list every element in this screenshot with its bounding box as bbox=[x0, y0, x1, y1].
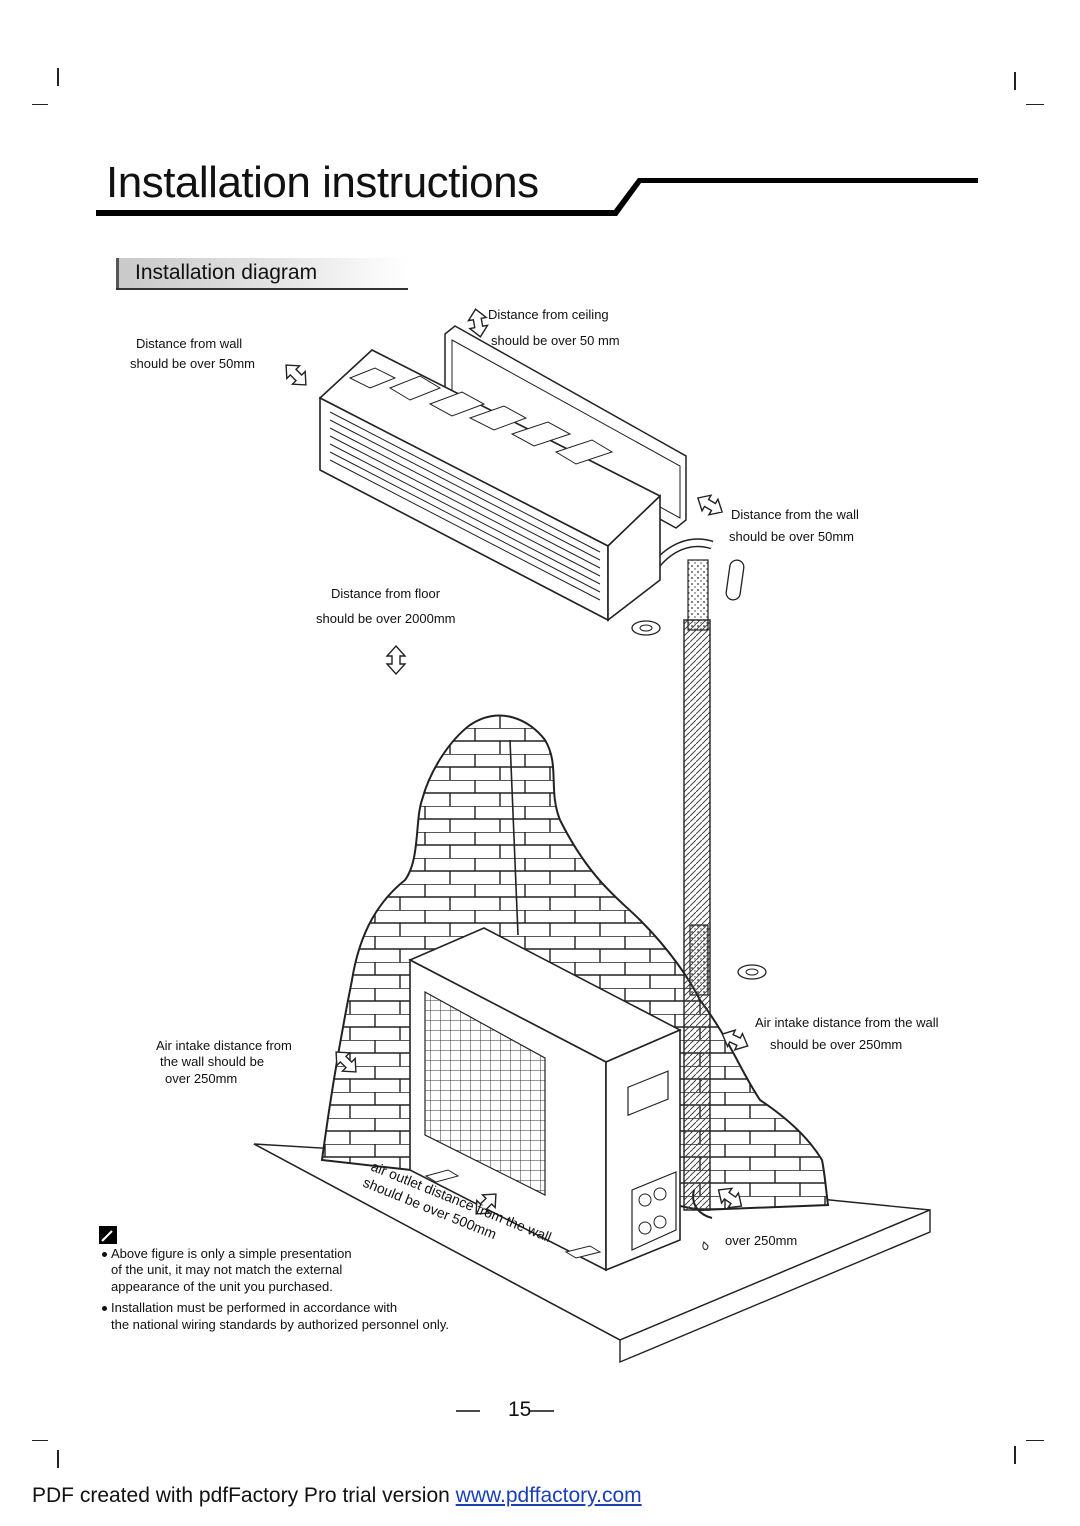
label-intake-right-line2: should be over 250mm bbox=[770, 1037, 903, 1052]
arrow-floor bbox=[386, 645, 406, 675]
crop-mark bbox=[1026, 1440, 1044, 1441]
footer-link[interactable]: www.pdffactory.com bbox=[455, 1484, 642, 1507]
label-wall-left-line1: Distance from wall bbox=[136, 336, 243, 351]
subtitle-underline bbox=[116, 288, 408, 290]
label-intake-left-line2: the wall should be bbox=[160, 1054, 265, 1069]
note-bullet bbox=[102, 1252, 107, 1257]
page-number-dashes bbox=[456, 1410, 554, 1412]
label-side-clearance: over 250mm bbox=[725, 1233, 798, 1248]
label-wall-right-line2: should be over 50mm bbox=[729, 529, 855, 544]
crop-mark bbox=[1014, 72, 1016, 90]
note-1-line2: of the unit, it may not match the extern… bbox=[111, 1262, 343, 1277]
note-1-line3: appearance of the unit you purchased. bbox=[111, 1279, 333, 1294]
crop-mark bbox=[1026, 104, 1044, 105]
label-intake-left-line1: Air intake distance from bbox=[156, 1038, 292, 1053]
outdoor-unit bbox=[408, 927, 682, 1272]
footer-prefix: PDF created with pdfFactory Pro trial ve… bbox=[32, 1484, 456, 1507]
label-floor-line2: should be over 2000mm bbox=[316, 611, 456, 626]
page-number: 15 bbox=[508, 1398, 532, 1421]
title-rule bbox=[96, 178, 978, 216]
label-wall-left-line2: should be over 50mm bbox=[130, 356, 256, 371]
crop-mark bbox=[57, 1450, 59, 1468]
label-intake-right-line1: Air intake distance from the wall bbox=[755, 1015, 939, 1030]
label-floor-line1: Distance from floor bbox=[331, 586, 441, 601]
pdf-footer: PDF created with pdfFactory Pro trial ve… bbox=[32, 1484, 642, 1508]
note-2-line2: the national wiring standards by authori… bbox=[111, 1317, 449, 1332]
note-2-line1: Installation must be performed in accord… bbox=[111, 1300, 398, 1315]
note-1-line1: Above figure is only a simple presentati… bbox=[111, 1246, 352, 1261]
subtitle-background bbox=[116, 258, 408, 288]
crop-mark bbox=[32, 1440, 48, 1441]
indoor-unit bbox=[318, 349, 662, 622]
label-intake-left-line3: over 250mm bbox=[165, 1071, 238, 1086]
installation-diagram: air outlet distance from the wall should… bbox=[253, 306, 931, 1364]
label-ceiling-line1: Distance from ceiling bbox=[488, 307, 609, 322]
note-icon bbox=[99, 1226, 117, 1244]
crop-mark bbox=[32, 104, 48, 105]
label-wall-right-line1: Distance from the wall bbox=[731, 507, 859, 522]
note-bullet bbox=[102, 1306, 107, 1311]
label-ceiling-line2: should be over 50 mm bbox=[491, 333, 620, 348]
section-subtitle: Installation diagram bbox=[135, 261, 318, 284]
arrow-wall-left bbox=[279, 358, 313, 392]
crop-mark bbox=[57, 68, 59, 86]
arrow-wall-right bbox=[692, 489, 728, 521]
crop-mark bbox=[1014, 1446, 1016, 1464]
page-title: Installation instructions bbox=[106, 158, 539, 207]
